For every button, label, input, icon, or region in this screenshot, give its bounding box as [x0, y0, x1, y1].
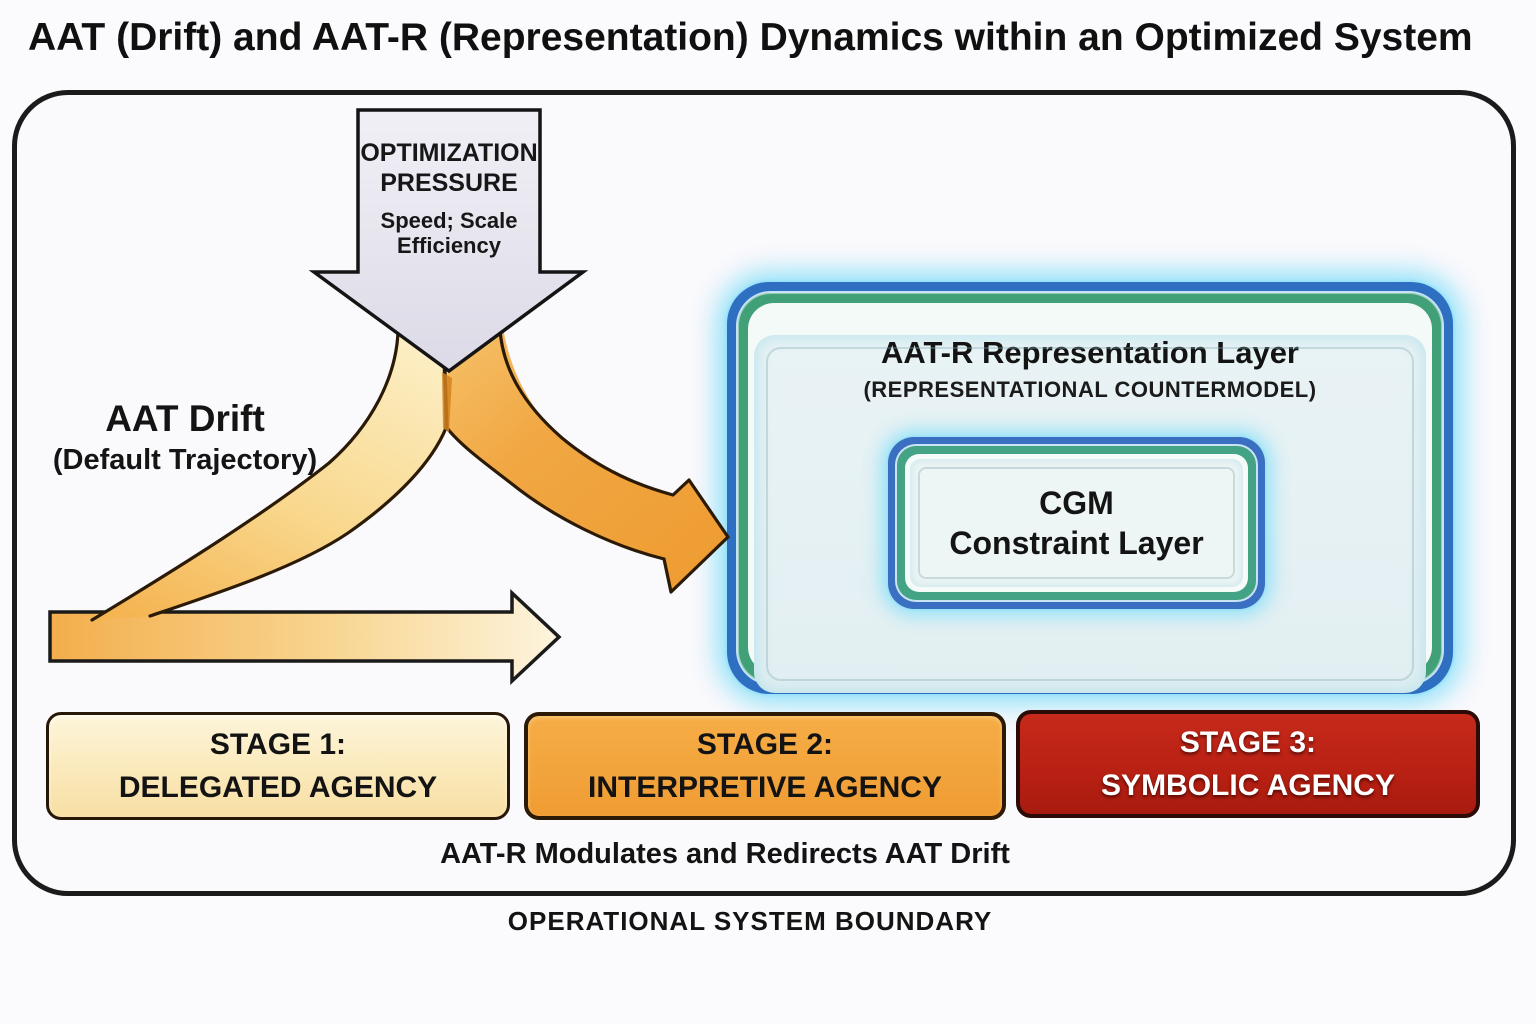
aatr-subtitle: (REPRESENTATIONAL COUNTERMODEL) [863, 377, 1317, 402]
cgm-inner-outline [918, 467, 1235, 579]
aatr-title: AAT-R Representation Layer [880, 335, 1299, 370]
stage-3-box: STAGE 3: SYMBOLIC AGENCY [1016, 710, 1480, 818]
stage-flow-arrow [48, 588, 562, 686]
page-title: AAT (Drift) and AAT-R (Representation) D… [28, 16, 1473, 59]
operational-system-boundary-label: OPERATIONAL SYSTEM BOUNDARY [507, 906, 993, 936]
optimization-pressure-label: OPTIMIZATION PRESSURE Speed; Scale Effic… [352, 138, 546, 259]
stage-1-label: DELEGATED AGENCY [118, 771, 438, 804]
aat-drift-title: AAT Drift [105, 398, 265, 439]
pressure-line4: Efficiency [397, 233, 501, 259]
pressure-line2: PRESSURE [380, 169, 518, 197]
aatr-representation-layer-box: AAT-R Representation Layer (REPRESENTATI… [727, 282, 1453, 694]
aatr-panel: AAT-R Representation Layer (REPRESENTATI… [754, 335, 1426, 693]
stage-2-label: INTERPRETIVE AGENCY [588, 771, 942, 804]
aat-drift-band-left-outline [90, 330, 400, 622]
aat-drift-band-right-outline [498, 328, 730, 594]
aat-drift-subtitle: (Default Trajectory) [52, 444, 318, 476]
aat-drift-label: AAT Drift (Default Trajectory) [35, 398, 335, 477]
stage-1-title: STAGE 1: [209, 727, 347, 761]
band-junction-shade [442, 372, 452, 432]
pressure-line3: Speed; Scale [380, 208, 518, 233]
cgm-panel: CGM Constraint Layer [910, 459, 1243, 587]
aatr-white-ring: AAT-R Representation Layer (REPRESENTATI… [748, 303, 1432, 693]
stage-2-title: STAGE 2: [696, 727, 834, 761]
stage-1-box: STAGE 1: DELEGATED AGENCY [46, 712, 510, 820]
cgm-title-line1: CGM [1039, 485, 1114, 521]
cgm-green-ring: CGM Constraint Layer [897, 446, 1256, 600]
stage-2-box: STAGE 2: INTERPRETIVE AGENCY [524, 712, 1006, 820]
pressure-line1: OPTIMIZATION [360, 139, 538, 167]
stage-3-label: SYMBOLIC AGENCY [1101, 769, 1395, 802]
aat-drift-band-right [447, 298, 728, 592]
cgm-title-line2: Constraint Layer [949, 525, 1204, 561]
cgm-white-ring: CGM Constraint Layer [905, 454, 1248, 592]
cgm-constraint-layer-box: CGM Constraint Layer [888, 437, 1265, 609]
optimization-pressure-arrow [308, 108, 589, 374]
aatr-green-ring: AAT-R Representation Layer (REPRESENTATI… [738, 293, 1442, 693]
modulation-caption: AAT-R Modulates and Redirects AAT Drift [440, 838, 1010, 870]
stage-3-title: STAGE 3: [1179, 725, 1317, 759]
